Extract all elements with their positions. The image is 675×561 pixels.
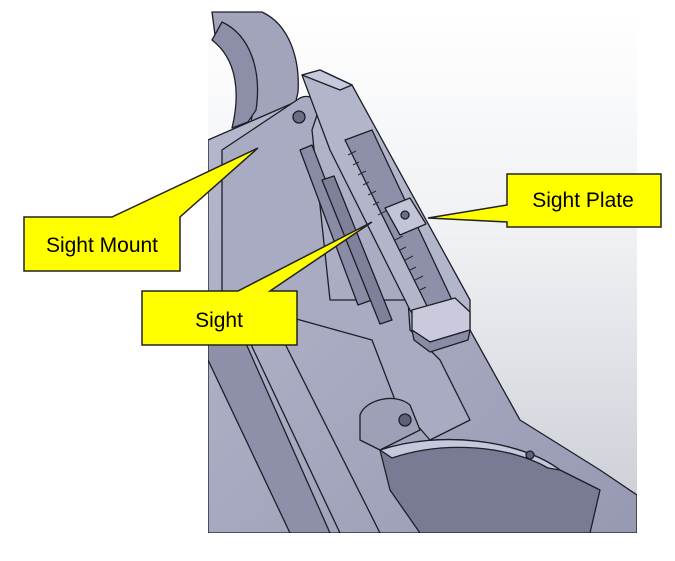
sight-rail-top xyxy=(301,69,353,91)
callout-sight-mount: Sight Mount xyxy=(23,147,259,272)
rail-end-block-face xyxy=(411,329,471,353)
lower-knuckle xyxy=(359,397,421,451)
callout-sight: Sight xyxy=(141,221,373,346)
callout-sight-box xyxy=(141,221,373,346)
saddle-hole xyxy=(525,450,535,460)
callout-sight-plate-label: Sight Plate xyxy=(532,189,634,212)
sight-mount-plate xyxy=(221,95,471,441)
mount-slot-2 xyxy=(321,175,393,325)
mount-hole-top xyxy=(292,110,306,124)
top-ring-inner xyxy=(211,21,259,129)
sight-plate-hole xyxy=(400,210,410,220)
lower-hole xyxy=(398,413,412,427)
callout-sight-mount-box xyxy=(23,147,259,272)
sight-scale-ticks xyxy=(347,150,427,291)
callout-sight-mount-label: Sight Mount xyxy=(46,234,158,257)
callout-sight-plate-box xyxy=(427,173,662,228)
callout-sight-label: Sight xyxy=(195,309,243,332)
lower-saddle-top xyxy=(379,438,561,471)
callout-sight-plate: Sight Plate xyxy=(427,173,662,228)
